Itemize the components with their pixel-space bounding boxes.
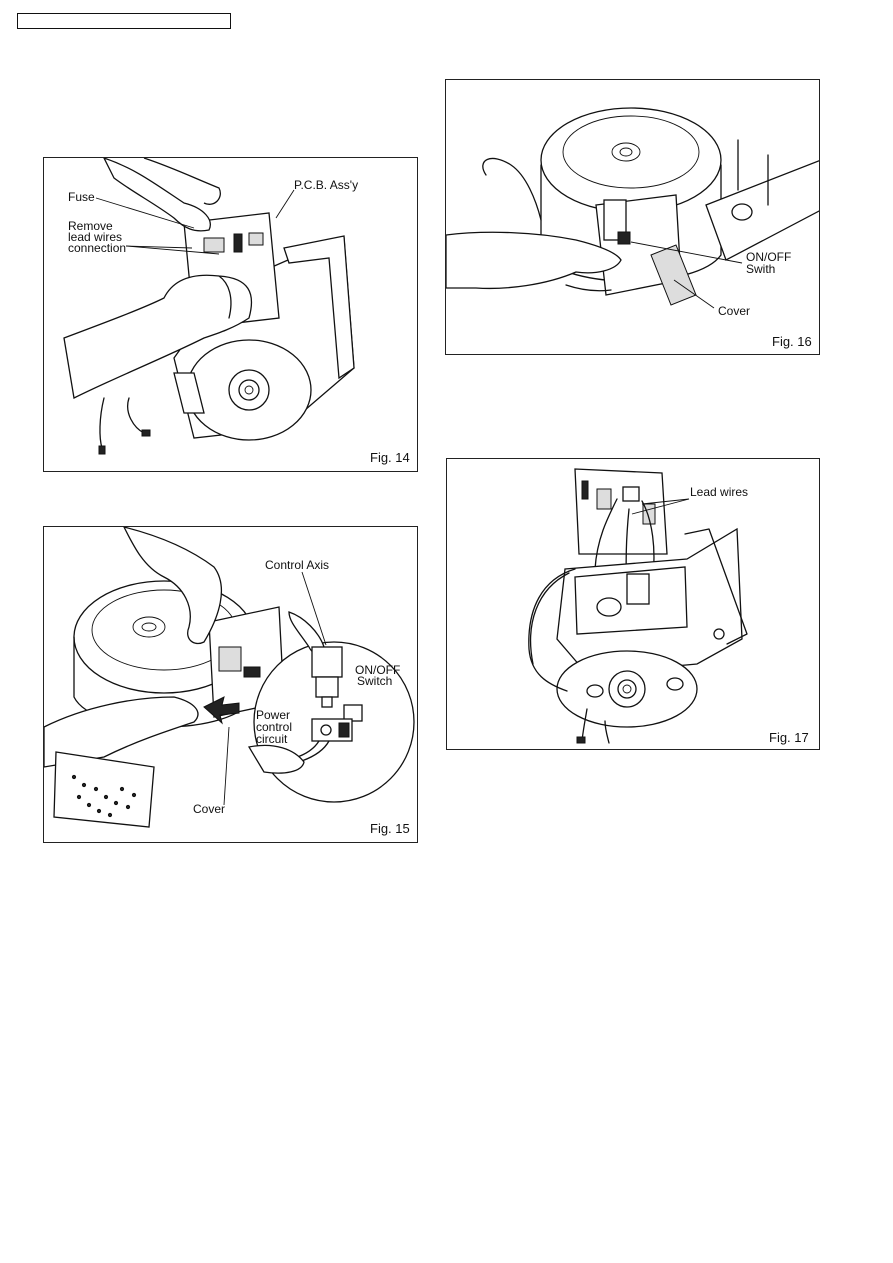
header-box (17, 13, 231, 29)
figure-16: ON/OFF Swith Cover Fig. 16 (445, 79, 820, 355)
circuit-label: circuit (256, 732, 288, 746)
fig15-illustration (44, 527, 415, 828)
fig16-illustration (446, 107, 819, 309)
connection-label: connection (68, 241, 127, 255)
pcb-assy-label: P.C.B. Ass'y (294, 178, 359, 192)
cover-label: Cover (718, 304, 751, 318)
onoff-label: ON/OFF (746, 250, 792, 264)
figure-15: Control Axis ON/OFF Switch Power control… (43, 526, 418, 843)
cover-label: Cover (193, 802, 226, 816)
onoff-label: ON/OFF (355, 663, 401, 677)
lead-wires-label: Lead wires (690, 485, 749, 499)
remove-label: Remove (68, 219, 113, 233)
control-axis-label: Control Axis (265, 558, 330, 572)
swith-label: Swith (746, 262, 776, 276)
control-label: control (256, 720, 293, 734)
figure-14: Fuse Remove lead wires connection P.C.B.… (43, 157, 418, 472)
switch-label: Switch (357, 674, 393, 688)
figure-17: Lead wires Fig. 17 (446, 458, 820, 750)
fig17-illustration (528, 468, 748, 744)
power-label: Power (256, 708, 291, 722)
fig14-number: Fig. 14 (370, 450, 410, 465)
fig15-number: Fig. 15 (370, 821, 410, 836)
lead-wires-label: lead wires (68, 230, 123, 244)
fig14-illustration (63, 158, 355, 455)
fuse-label: Fuse (68, 190, 95, 204)
fig16-number: Fig. 16 (772, 334, 812, 349)
fig17-number: Fig. 17 (769, 730, 809, 745)
